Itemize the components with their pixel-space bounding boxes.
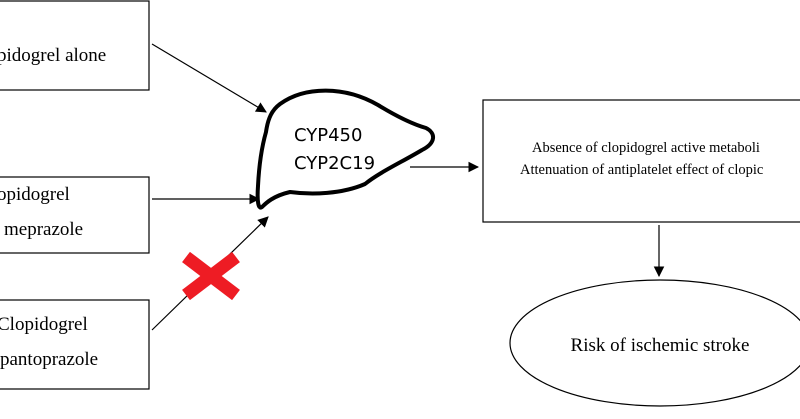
input-label-clopidogrel-alone: pidogrel alone bbox=[0, 45, 106, 66]
input-label-pantoprazole-line2: pantoprazole bbox=[0, 349, 98, 370]
effect-label-line2: Attenuation of antiplatelet effect of cl… bbox=[520, 162, 763, 178]
outcome-ellipse: Risk of ischemic stroke bbox=[509, 279, 800, 407]
input-box-clopidogrel-pantoprazole: Clopidogrel pantoprazole bbox=[0, 299, 150, 390]
liver-label-cyp2c19: CYP2C19 bbox=[294, 153, 375, 174]
outcome-label: Risk of ischemic stroke bbox=[571, 335, 750, 356]
input-box-clopidogrel-alone: pidogrel alone bbox=[0, 0, 150, 91]
arrow-alone-to-liver bbox=[151, 43, 267, 113]
liver-shape: CYP450 CYP2C19 bbox=[255, 88, 435, 210]
input-label-omeprazole-line2: meprazole bbox=[4, 219, 83, 240]
input-box-clopidogrel-omeprazole: opidogrel meprazole bbox=[0, 176, 150, 254]
effect-label-line1: Absence of clopidogrel active metaboli bbox=[532, 140, 760, 156]
effect-box: Absence of clopidogrel active metaboli A… bbox=[482, 99, 800, 223]
input-label-omeprazole-line1: opidogrel bbox=[0, 184, 70, 205]
input-label-pantoprazole-line1: Clopidogrel bbox=[0, 314, 88, 335]
red-x-icon bbox=[182, 251, 240, 301]
liver-label-cyp450: CYP450 bbox=[294, 125, 362, 146]
